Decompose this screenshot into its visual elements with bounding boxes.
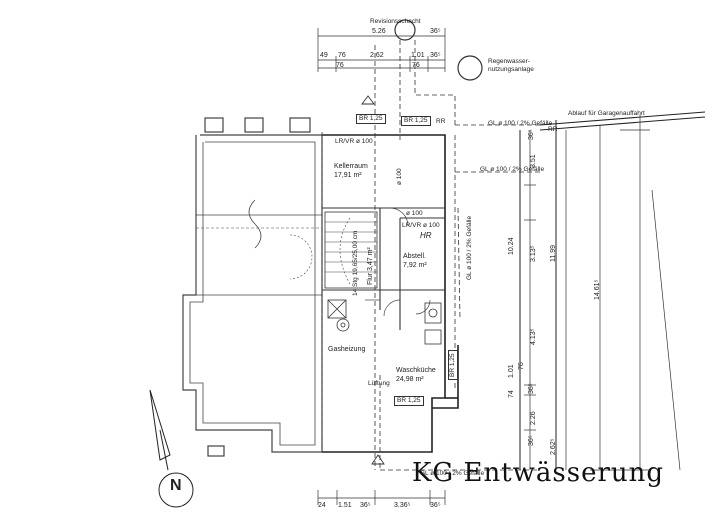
- main-building: [322, 134, 459, 453]
- dim-bottom-3: 3.36⁵: [394, 502, 411, 509]
- pipe-bottom-label: GL ø 100 / 2% Gefälle: [420, 470, 485, 477]
- pipe-mid-label: GL ø 100 / 2% Gefälle: [480, 166, 545, 173]
- room-waschkueche-name: Waschküche: [396, 367, 436, 374]
- dim-right-col1-6: 10.24: [508, 237, 515, 255]
- dim-bottom-4: 36⁵: [430, 502, 441, 509]
- dim-top-row1-1: 36⁵: [430, 28, 441, 35]
- room-abstell: Abstell. 7,92 m²: [403, 252, 427, 270]
- room-flur-area: 3,47 m²: [367, 247, 374, 271]
- br-top2-box: BR 1,25: [401, 116, 431, 126]
- room-keller: Kellerraum 17,91 m²: [334, 162, 368, 180]
- dim-top-row2-0: 49: [320, 52, 328, 59]
- pipe-vert-right-label: GL ø 100 / 2% Gefälle: [466, 215, 473, 280]
- stair: [325, 217, 377, 285]
- regenwasser-circle: [457, 55, 483, 81]
- dim-right-small-2: 36⁵: [528, 435, 535, 446]
- stair-note-label: 14 Stg 19,65/25,00 cm: [352, 230, 359, 296]
- dim-top-row2-2: 2.62: [370, 52, 384, 59]
- regenwasser-label-1: Regenwasser-: [488, 58, 530, 65]
- revisionsschacht-label: Revisionsschacht: [370, 18, 421, 25]
- north-arrow: [149, 389, 194, 508]
- dim-right-col1-0: 74: [508, 390, 515, 398]
- dim-right-col3-0: 14.61⁵: [594, 279, 601, 300]
- rr-mid-label: RR: [548, 126, 558, 133]
- dim-bottom-1: 1.51: [338, 502, 352, 509]
- dim-right-small-1: 36⁵: [528, 383, 535, 394]
- br-bottom-box: BR 1,25: [394, 396, 424, 406]
- dim-top-row2-4: 36⁵: [430, 52, 441, 59]
- dim-right-col1-2: 76: [518, 362, 525, 370]
- room-keller-name: Kellerraum: [334, 163, 368, 170]
- room-gasheizung-name: Gasheizung: [328, 346, 366, 353]
- drawing-title: KG Entwässerung: [412, 458, 665, 488]
- dim-top-row1-0: 5.26: [372, 28, 386, 35]
- br-right-box: BR 1,25: [448, 350, 458, 380]
- dim-right-col2-0: 11.99: [550, 245, 557, 262]
- dim-top-row3-0: 76: [336, 62, 344, 69]
- dim-right-col1-8: 2.62⁵: [550, 438, 557, 455]
- dim-right-col1-4: 3.13⁵: [530, 245, 537, 262]
- room-gasheizung: Gasheizung: [328, 345, 365, 354]
- luftung-label: Lüftung: [368, 380, 390, 387]
- lrvr-mid-label: LR/VR ø 100: [402, 222, 440, 229]
- north-label: N: [170, 477, 182, 494]
- dim-right-col1-5: 3.51: [530, 154, 537, 168]
- dim-right-col1-3: 4.13⁵: [530, 328, 537, 345]
- dim-top-row2-3: 1.01: [411, 52, 425, 59]
- room-waschkueche: Waschküche 24,98 m²: [396, 366, 436, 384]
- dim-bottom-2: 36⁵: [360, 502, 371, 509]
- regenwasser-label-2: nutzungsanlage: [488, 66, 534, 73]
- dim-right-small-0: 36⁵: [528, 129, 535, 140]
- room-keller-area: 17,91 m²: [334, 172, 362, 179]
- pipe-vert-left-label: ø 100: [396, 168, 403, 185]
- room-abstell-name: Abstell.: [403, 253, 426, 260]
- ref-100-label: ø 100: [406, 210, 423, 217]
- rr-top-label: RR: [436, 118, 446, 125]
- lrvr-top-label: LR/VR ø 100: [335, 138, 373, 145]
- dim-bottom-0: 24: [318, 502, 326, 509]
- dim-right-col1-7: 2.26: [530, 411, 537, 425]
- br-top-box: BR 1,25: [356, 114, 386, 124]
- hr-label: HR: [420, 231, 432, 240]
- dim-top-row2-1: 76: [338, 52, 346, 59]
- room-flur-name: Flur: [367, 272, 374, 285]
- neighbour-building: [182, 117, 323, 457]
- dim-top-row3-1: 76: [412, 62, 420, 69]
- revisionsschacht-circle: [394, 19, 416, 41]
- room-abstell-area: 7,92 m²: [403, 262, 427, 269]
- ablauf-garagen-label: Ablauf für Garagenauffahrt: [568, 110, 645, 117]
- pipe-top-label: GL ø 100 / 2% Gefälle: [488, 120, 553, 127]
- dim-right-col1-1: 1.01: [508, 364, 515, 378]
- room-waschkueche-area: 24,98 m²: [396, 376, 424, 383]
- drain-pipes: [321, 40, 540, 471]
- room-flur: Flur 3,47 m²: [366, 247, 375, 285]
